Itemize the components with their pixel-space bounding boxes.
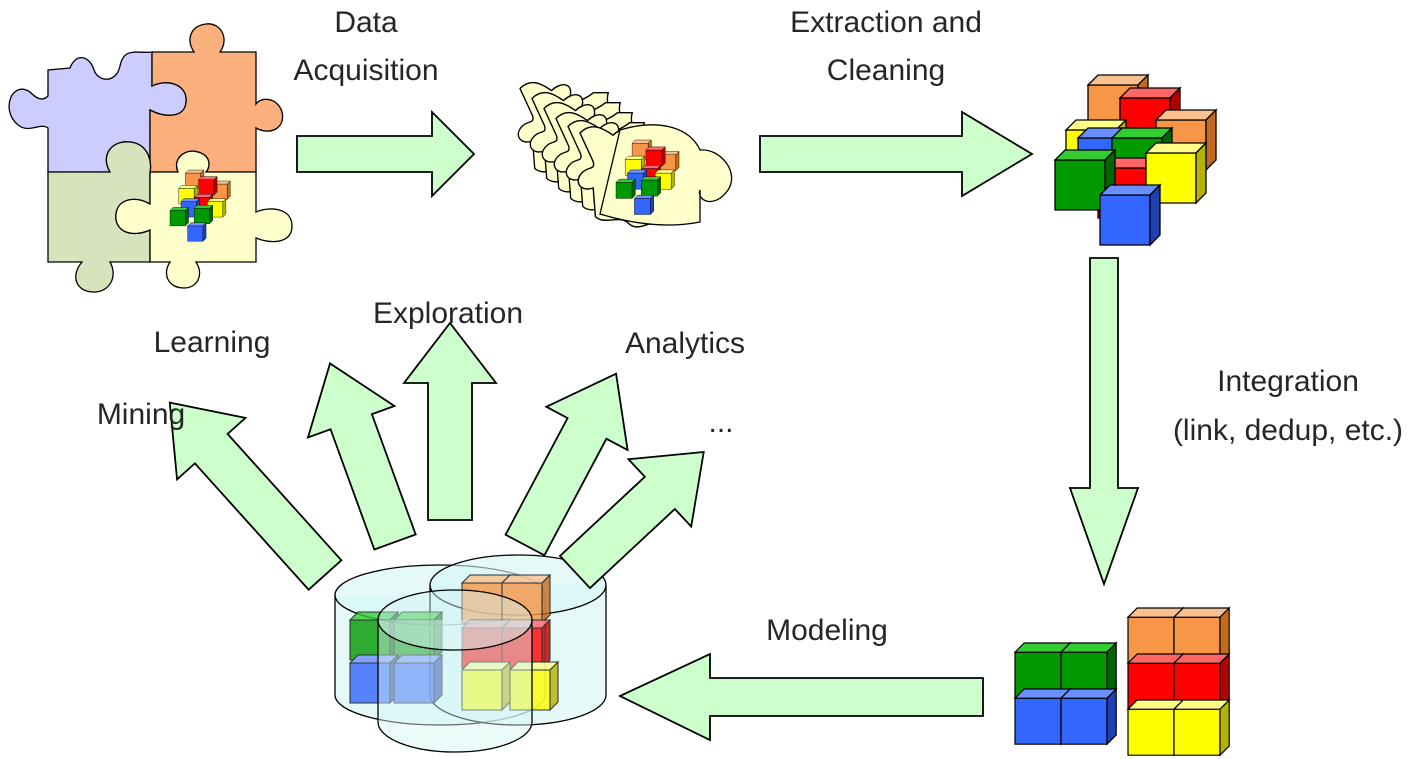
messy-cubes-icon (1054, 74, 1217, 246)
label-analytics: Analytics (625, 327, 745, 360)
arrow-analytics (504, 372, 629, 557)
arrow-data-acquisition (296, 109, 476, 199)
label-data-acquisition-line2: Acquisition (293, 54, 438, 87)
label-extraction-line1: Extraction and (790, 6, 982, 39)
organized-cubes-icon (1014, 607, 1230, 756)
arrow-ellipsis (558, 450, 705, 590)
label-exploration: Exploration (373, 297, 523, 330)
label-integration-line2: (link, dedup, etc.) (1173, 414, 1403, 447)
label-integration-line1: Integration (1217, 365, 1359, 398)
stacked-puzzle-sheets-icon (517, 81, 733, 228)
arrow-integration (1068, 257, 1140, 587)
label-ellipsis: ... (708, 406, 733, 439)
label-data-acquisition-line1: Data (334, 6, 398, 39)
label-learning: Learning (154, 326, 271, 359)
arrow-exploration (402, 321, 498, 521)
label-extraction-line2: Cleaning (827, 54, 945, 87)
label-mining: Mining (97, 398, 185, 431)
fan-arrows (168, 321, 705, 591)
arrow-learning (306, 362, 417, 551)
arrow-extraction-cleaning (759, 110, 1034, 198)
arrow-mining (168, 401, 343, 591)
arrow-modeling (617, 652, 984, 742)
puzzle-icon (8, 23, 293, 293)
database-cylinders-icon (334, 554, 607, 753)
label-modeling: Modeling (766, 614, 888, 647)
